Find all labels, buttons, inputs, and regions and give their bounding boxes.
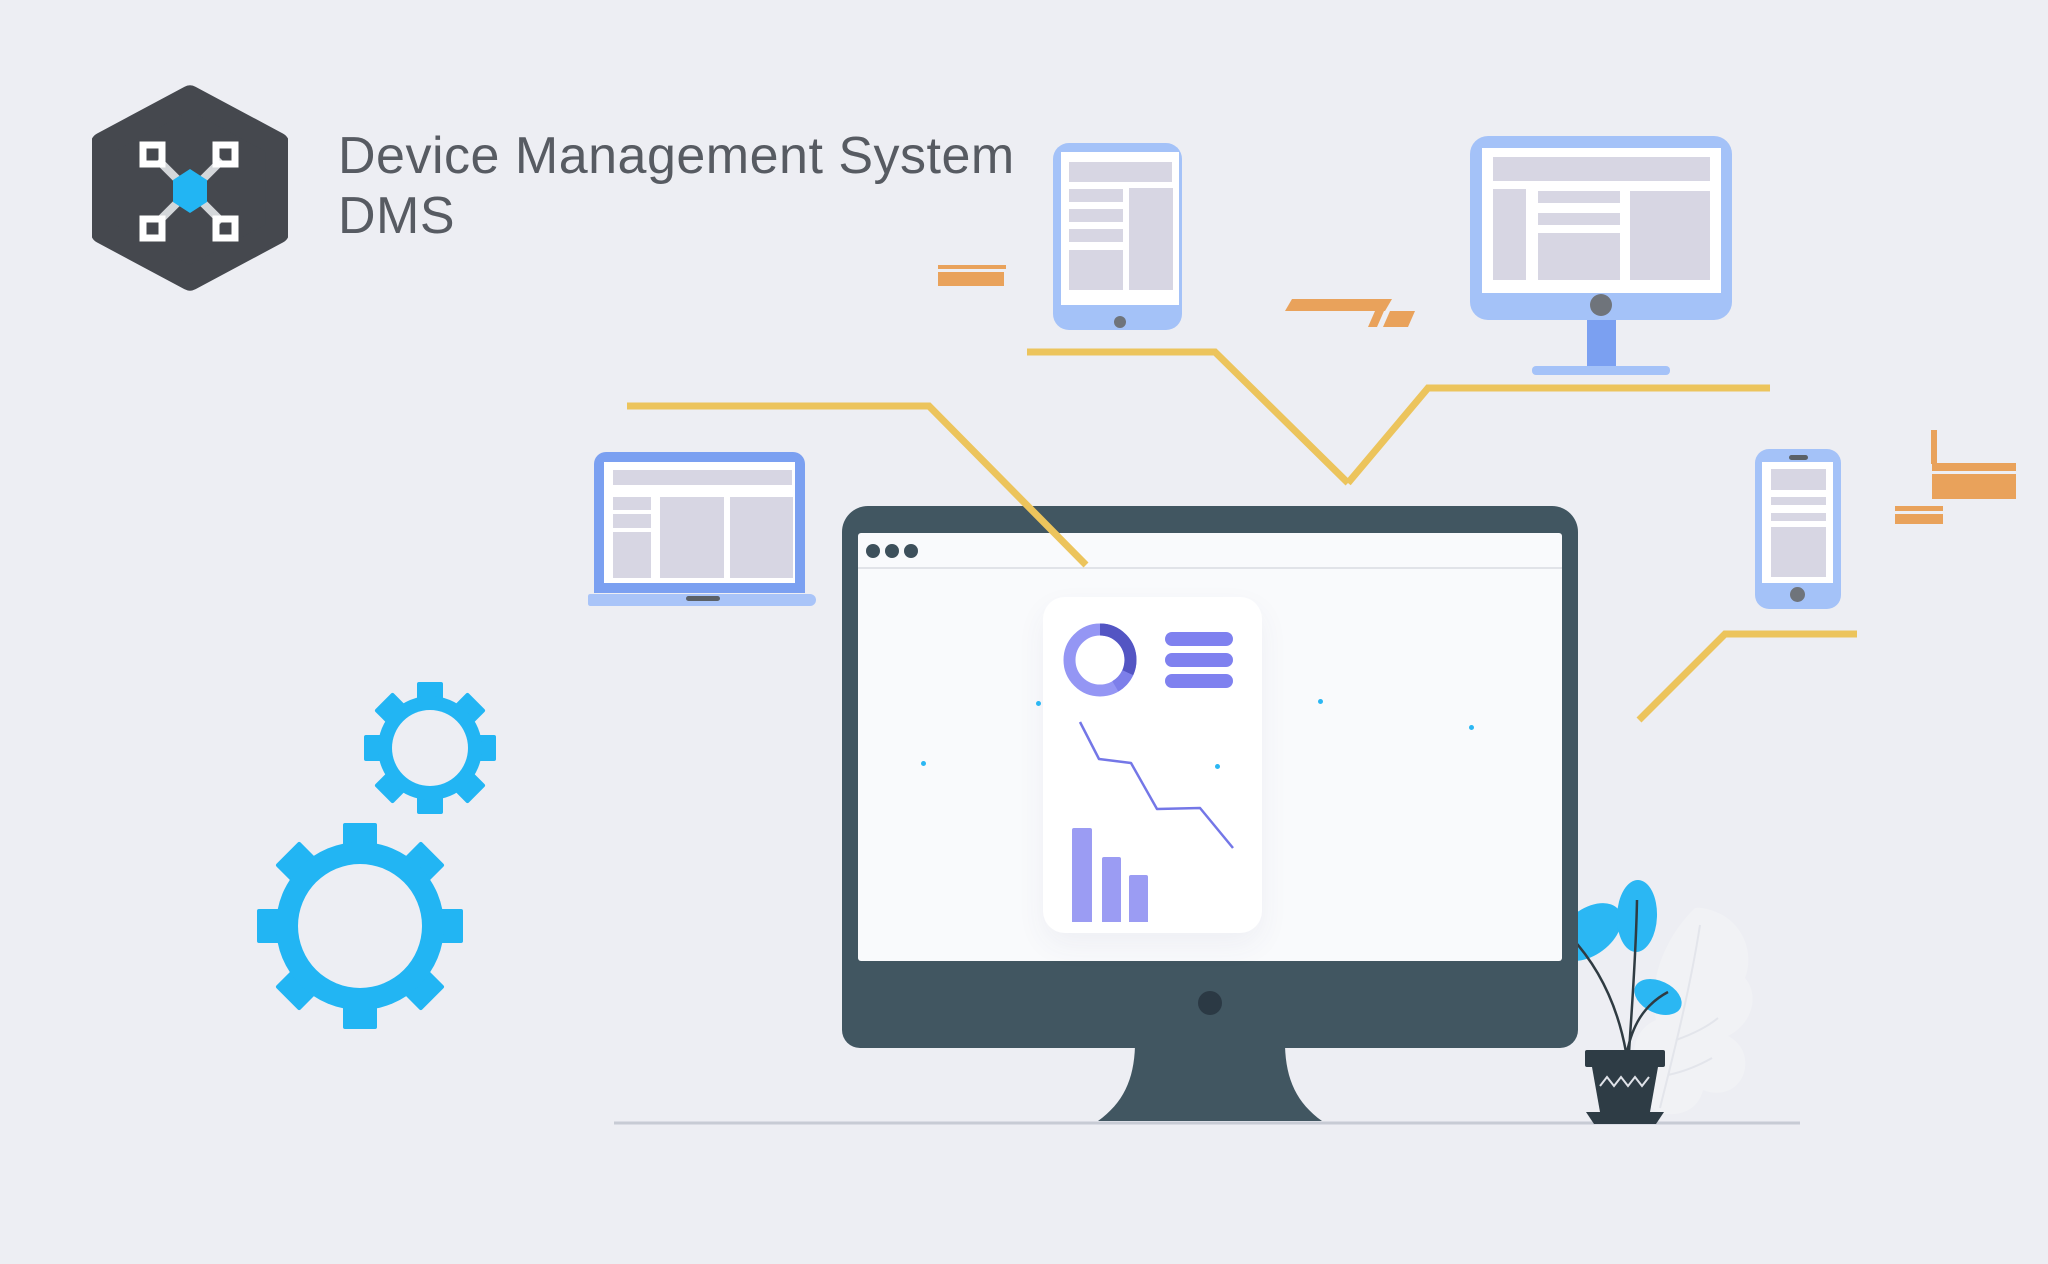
content-placeholder <box>1538 213 1620 225</box>
monitor-camera-dot <box>1198 991 1222 1015</box>
trend-line-chart <box>1078 721 1234 849</box>
tablet-screen <box>1061 152 1179 305</box>
donut-chart <box>1063 623 1137 697</box>
phone-speaker <box>1789 455 1808 460</box>
bar-chart-bar <box>1129 875 1148 922</box>
content-placeholder <box>613 532 651 578</box>
desktop-stand <box>1587 320 1616 367</box>
connector-phone <box>1636 630 1857 723</box>
toolbar-divider <box>858 567 1562 569</box>
desktop-camera-dot <box>1590 294 1612 316</box>
content-placeholder <box>1069 250 1123 290</box>
content-placeholder <box>1493 157 1710 181</box>
connector-desktop <box>1345 384 1770 486</box>
title-line-1: Device Management System <box>338 127 1015 185</box>
desktop-screen <box>1482 148 1721 293</box>
analytics-card <box>1043 597 1262 933</box>
content-placeholder <box>1771 469 1826 490</box>
laptop-base <box>588 594 816 606</box>
content-placeholder <box>730 497 793 578</box>
content-placeholder <box>1069 209 1123 222</box>
content-placeholder <box>1069 229 1123 242</box>
bar-chart-bar <box>1102 857 1121 922</box>
desktop-base <box>1532 366 1670 375</box>
page-title: Device Management System DMS <box>338 126 1015 246</box>
phone-screen <box>1762 462 1833 583</box>
content-placeholder <box>1493 189 1526 280</box>
connector-tablet <box>1027 348 1351 486</box>
dms-logo <box>92 85 288 291</box>
content-placeholder <box>1771 513 1826 521</box>
phone-home-button <box>1790 587 1805 602</box>
content-placeholder <box>1069 162 1172 182</box>
title-line-2: DMS <box>338 187 456 245</box>
list-row-bar <box>1165 632 1233 646</box>
content-placeholder <box>613 514 651 528</box>
gear-large-icon <box>257 823 463 1029</box>
plant-pot <box>1585 1050 1665 1067</box>
laptop-notch <box>686 596 720 601</box>
sparkle-dot <box>1469 725 1474 730</box>
content-placeholder <box>1069 189 1123 202</box>
tablet-home-button <box>1114 316 1126 328</box>
tablet-device <box>1053 143 1182 330</box>
content-placeholder <box>1538 233 1620 280</box>
plant-leaf <box>1634 979 1682 1015</box>
sparkle-dot <box>921 761 926 766</box>
content-placeholder <box>613 470 792 485</box>
content-placeholder <box>1129 188 1173 290</box>
plant-leaf <box>1616 880 1658 952</box>
window-dot <box>885 544 899 558</box>
sparkle-dot <box>1318 699 1323 704</box>
sparkle-dot <box>1215 764 1220 769</box>
content-placeholder <box>1538 191 1620 203</box>
laptop-frame <box>594 452 805 593</box>
phone-device <box>1755 449 1841 609</box>
gear-small-icon <box>364 682 496 814</box>
window-dot <box>904 544 918 558</box>
list-row-bar <box>1165 653 1233 667</box>
monitor-stand <box>1098 1046 1322 1121</box>
main-monitor-screen <box>858 533 1562 961</box>
main-monitor <box>842 506 1578 1048</box>
desktop-frame <box>1470 136 1732 320</box>
content-placeholder <box>1630 191 1710 280</box>
laptop-screen <box>604 462 795 583</box>
background-leaf <box>1634 907 1753 1115</box>
bar-chart-bar <box>1072 828 1092 922</box>
content-placeholder <box>613 497 651 510</box>
network-hub-hexagon-icon <box>173 169 207 213</box>
list-row-bar <box>1165 674 1233 688</box>
content-placeholder <box>1771 497 1826 505</box>
content-placeholder <box>1771 527 1826 577</box>
content-placeholder <box>660 497 724 578</box>
sparkle-dot <box>1036 701 1041 706</box>
network-node-squares <box>139 141 239 242</box>
window-dot <box>866 544 880 558</box>
